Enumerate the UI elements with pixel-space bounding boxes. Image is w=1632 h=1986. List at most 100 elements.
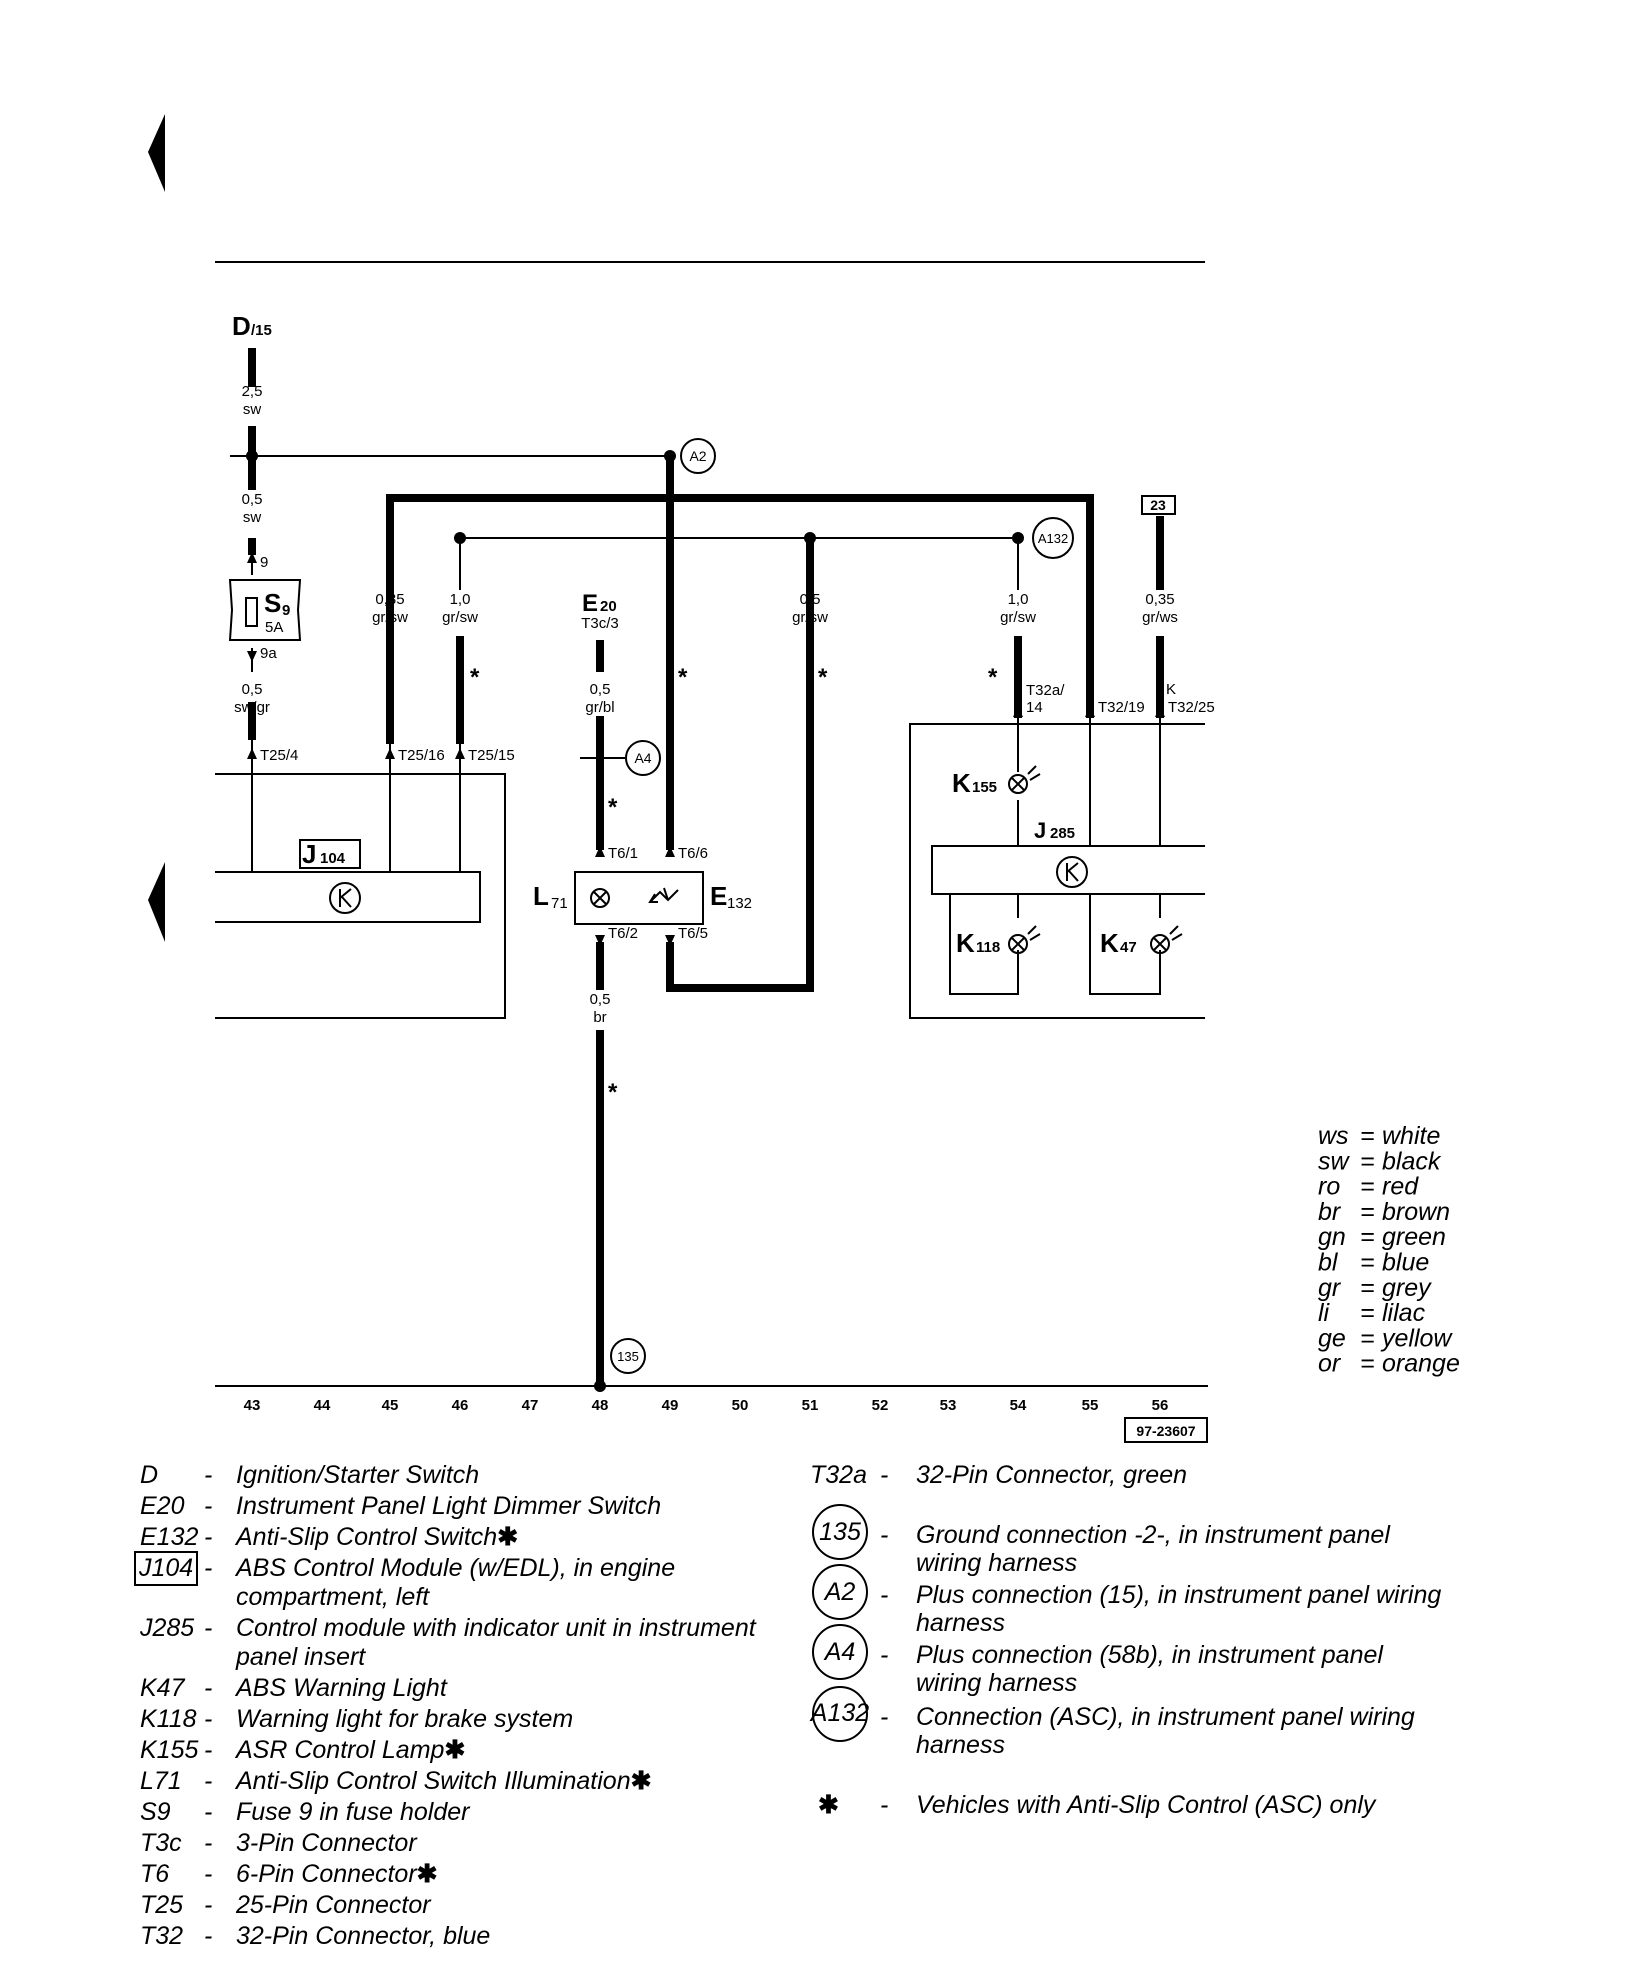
- svg-text:T25/4: T25/4: [260, 747, 298, 764]
- svg-text:T6/1: T6/1: [608, 845, 638, 862]
- track-number: 49: [662, 1397, 679, 1414]
- svg-text:14: 14: [1026, 699, 1043, 716]
- color-name: lilac: [1382, 1299, 1426, 1327]
- track-number: 53: [940, 1397, 957, 1414]
- color-code: li: [1318, 1299, 1331, 1327]
- svg-text:gr/sw: gr/sw: [442, 609, 478, 626]
- k118-label: K: [956, 928, 975, 958]
- g135-connection: [610, 1338, 646, 1374]
- svg-text:A2: A2: [689, 448, 706, 464]
- track-number: 43: [244, 1397, 261, 1414]
- color-code: ge: [1318, 1324, 1346, 1352]
- color-name: blue: [1382, 1249, 1429, 1277]
- color-code: gr: [1318, 1274, 1342, 1302]
- color-code: ro: [1318, 1173, 1340, 1201]
- d15-sub: /15: [251, 322, 272, 339]
- svg-text:*: *: [678, 664, 688, 691]
- wires: [230, 348, 1164, 1386]
- svg-text:sw: sw: [243, 401, 262, 418]
- svg-text:gr/sw: gr/sw: [1000, 609, 1036, 626]
- a132-connection: [1032, 517, 1074, 559]
- svg-text:*: *: [470, 664, 480, 691]
- color-legend: ws=whitesw=blackro=redbr=browngn=greenbl…: [1318, 1122, 1460, 1378]
- color-code: bl: [1318, 1249, 1339, 1277]
- prev-page-arrow-icon[interactable]: [148, 114, 165, 192]
- pin-arrows: [247, 552, 1165, 946]
- a4-connection: [625, 740, 661, 776]
- svg-text:23: 23: [1150, 497, 1166, 513]
- page-side-arrow-icon[interactable]: [148, 862, 165, 942]
- svg-text:71: 71: [551, 895, 568, 912]
- svg-text:A132: A132: [1038, 531, 1068, 546]
- equals-sign: =: [1360, 1198, 1375, 1226]
- color-code: or: [1318, 1350, 1342, 1378]
- svg-text:118: 118: [976, 939, 1000, 956]
- svg-text:*: *: [818, 664, 828, 691]
- color-name: red: [1382, 1173, 1419, 1201]
- svg-text:gr/sw: gr/sw: [372, 609, 408, 626]
- j285-module: [909, 723, 1205, 1019]
- color-code: ws: [1318, 1122, 1349, 1150]
- svg-text:20: 20: [600, 598, 617, 615]
- svg-text:A132: A132: [809, 1699, 869, 1727]
- svg-text:A2: A2: [823, 1578, 856, 1606]
- fuse-s9-label: S: [264, 588, 281, 618]
- svg-text:135: 135: [617, 1349, 639, 1364]
- equals-sign: =: [1360, 1299, 1375, 1327]
- svg-text:T3c/3: T3c/3: [581, 615, 619, 632]
- track-number: 52: [872, 1397, 889, 1414]
- svg-text:132: 132: [727, 895, 752, 912]
- equals-sign: =: [1360, 1173, 1375, 1201]
- equals-sign: =: [1360, 1147, 1375, 1175]
- svg-text:0,5: 0,5: [242, 681, 263, 698]
- svg-text:gr/sw: gr/sw: [792, 609, 828, 626]
- svg-text:gr/ws: gr/ws: [1142, 609, 1178, 626]
- equals-sign: =: [1360, 1350, 1375, 1378]
- color-code: gn: [1318, 1223, 1346, 1251]
- svg-text:0,5: 0,5: [800, 591, 821, 608]
- svg-text:5A: 5A: [265, 619, 283, 636]
- svg-text:*: *: [608, 1079, 618, 1106]
- component-legend: D-Ignition/Starter Switch E20-Instrument…: [134, 1460, 800, 1980]
- j285-label: J: [1034, 818, 1046, 843]
- svg-text:gr/bl: gr/bl: [585, 699, 614, 716]
- svg-text:T6/2: T6/2: [608, 925, 638, 942]
- color-name: black: [1382, 1147, 1442, 1175]
- svg-text:9: 9: [282, 602, 290, 619]
- svg-text:A4: A4: [823, 1638, 856, 1666]
- svg-text:T6/6: T6/6: [678, 845, 708, 862]
- svg-text:0,5: 0,5: [590, 681, 611, 698]
- svg-text:9: 9: [260, 554, 268, 571]
- color-code: br: [1318, 1198, 1342, 1226]
- track-number: 48: [592, 1397, 609, 1414]
- svg-text:*: *: [988, 664, 998, 691]
- figure-id-box: [1124, 1417, 1208, 1443]
- track-number: 51: [802, 1397, 819, 1414]
- asc-switch-box: [574, 871, 704, 925]
- e20-label: E: [582, 590, 598, 617]
- svg-text:T32/25: T32/25: [1168, 699, 1215, 716]
- color-name: grey: [1382, 1274, 1432, 1302]
- svg-text:*: *: [608, 794, 618, 821]
- svg-text:T25/15: T25/15: [468, 747, 515, 764]
- svg-text:T6/5: T6/5: [678, 925, 708, 942]
- equals-sign: =: [1360, 1274, 1375, 1302]
- equals-sign: =: [1360, 1324, 1375, 1352]
- equals-sign: =: [1360, 1122, 1375, 1150]
- l71-label: L: [533, 881, 549, 911]
- track-number: 44: [314, 1397, 331, 1414]
- equals-sign: =: [1360, 1249, 1375, 1277]
- svg-text:T32/19: T32/19: [1098, 699, 1145, 716]
- svg-text:1,0: 1,0: [450, 591, 471, 608]
- figure-id: 97-23607: [1136, 1423, 1195, 1439]
- color-name: yellow: [1380, 1324, 1453, 1352]
- svg-text:T32a/: T32a/: [1026, 682, 1065, 699]
- svg-text:T25/16: T25/16: [398, 747, 445, 764]
- color-name: green: [1382, 1223, 1446, 1251]
- fuse-s9: [228, 579, 302, 641]
- track-number: 47: [522, 1397, 539, 1414]
- color-name: brown: [1382, 1198, 1450, 1226]
- connection-legend-circles: 135 A2 A4 A132: [809, 1504, 869, 1742]
